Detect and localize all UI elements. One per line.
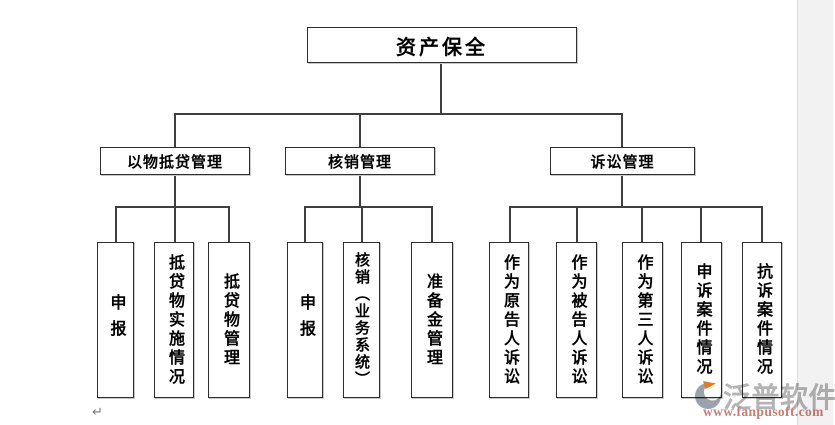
node-leaf[interactable]: 作为第三人诉讼: [622, 242, 663, 398]
node-label: 资产保全: [396, 36, 488, 59]
connector-line: [641, 206, 643, 243]
node-leaf[interactable]: 作为原告人诉讼: [489, 242, 529, 398]
connector-line: [361, 206, 363, 243]
connector-line: [115, 206, 117, 243]
connector-line: [304, 206, 306, 243]
fanpu-swoosh-icon: [695, 381, 721, 409]
node-writeoff-management[interactable]: 核销管理: [285, 147, 435, 175]
connector-line: [431, 206, 433, 243]
connector-line: [700, 206, 702, 243]
node-label: 申报: [297, 294, 314, 346]
node-leaf[interactable]: 作为被告人诉讼: [556, 242, 597, 398]
connector-line: [174, 113, 623, 115]
node-label: 诉讼管理: [590, 153, 655, 171]
node-label: 作为第三人诉讼: [634, 253, 652, 387]
node-label: 申诉案件情况: [693, 263, 711, 377]
watermark-brand-text: 泛普软件: [723, 382, 835, 413]
node-label: 核销管理: [327, 153, 392, 171]
node-leaf[interactable]: 申诉案件情况: [681, 242, 722, 398]
connector-line: [440, 62, 442, 114]
connector-line: [621, 113, 623, 148]
node-leaf[interactable]: 核销（业务系统）: [343, 242, 380, 398]
watermark-url-text: www.fanpusoft.com: [703, 404, 824, 419]
paragraph-return-mark: ↵: [92, 404, 103, 419]
page-margin-strip: [797, 0, 833, 425]
connector-line: [509, 206, 511, 243]
node-leaf[interactable]: 准备金管理: [411, 242, 453, 398]
node-label: 以物抵贷管理: [126, 153, 223, 171]
node-leaf[interactable]: 申报: [287, 242, 323, 398]
connector-line: [359, 113, 361, 148]
node-leaf[interactable]: 申报: [97, 242, 134, 398]
connector-line: [509, 206, 763, 208]
node-label: 抵贷物管理: [221, 272, 238, 368]
connector-line: [174, 174, 176, 207]
node-label: 核销（业务系统）: [353, 252, 370, 388]
node-root[interactable]: 资产保全: [307, 27, 577, 63]
connector-line: [115, 206, 230, 208]
connector-line: [621, 174, 623, 207]
node-litigation-management[interactable]: 诉讼管理: [550, 147, 695, 175]
connector-line: [174, 113, 176, 148]
node-label: 抗诉案件情况: [754, 263, 771, 377]
node-label: 作为被告人诉讼: [568, 253, 586, 387]
node-label: 作为原告人诉讼: [501, 253, 518, 387]
connector-line: [304, 206, 433, 208]
connector-line: [761, 206, 763, 243]
node-leaf[interactable]: 抵贷物管理: [208, 242, 250, 398]
connector-line: [359, 174, 361, 207]
node-label: 准备金管理: [424, 272, 441, 368]
node-label: 抵贷物实施情况: [166, 253, 183, 387]
node-collateral-management[interactable]: 以物抵贷管理: [100, 147, 250, 175]
connector-line: [174, 206, 176, 243]
fanpu-watermark: 泛普软件 www.fanpusoft.com: [694, 376, 835, 420]
connector-line: [228, 206, 230, 243]
connector-line: [576, 206, 578, 243]
node-leaf[interactable]: 抗诉案件情况: [742, 242, 782, 398]
node-label: 申报: [107, 294, 125, 346]
node-leaf[interactable]: 抵贷物实施情况: [154, 242, 194, 398]
